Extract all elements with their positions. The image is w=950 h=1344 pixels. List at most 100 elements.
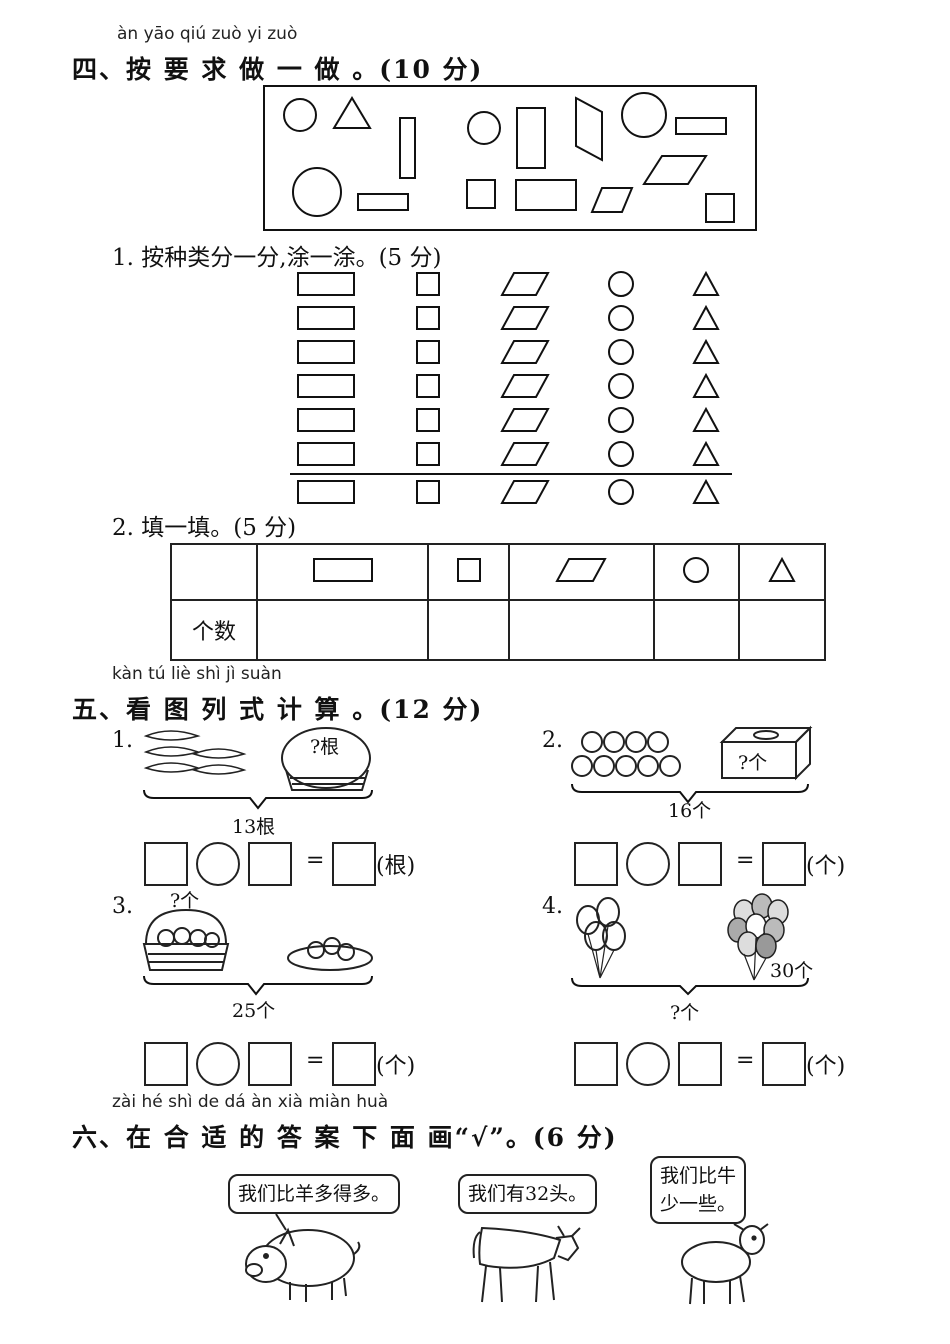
p4-answer-box-2[interactable]: [678, 1042, 722, 1086]
p3-answer-box-2[interactable]: [248, 1042, 292, 1086]
problem3-total: 25个: [232, 1000, 276, 1022]
count-input-parallelogram[interactable]: [507, 599, 655, 661]
q1-label: 1. 按种类分一分,涂一涂。(5 分): [112, 245, 442, 271]
p4-answer-box-1[interactable]: [574, 1042, 618, 1086]
p4-unit: (个): [806, 1054, 846, 1079]
color-cell-parallelogram[interactable]: [500, 306, 550, 330]
color-cell-parallelogram[interactable]: [500, 374, 550, 398]
p2-result-box[interactable]: [762, 842, 806, 886]
color-cell-triangle[interactable]: [692, 304, 720, 330]
coloring-chart[interactable]: [288, 268, 734, 508]
problem2-number: 2.: [542, 728, 563, 753]
balloon-icon: [576, 897, 626, 979]
square-shape: [466, 179, 496, 209]
p2-operator-circle[interactable]: [626, 842, 670, 886]
color-cell-circle[interactable]: [608, 407, 634, 433]
color-cell-rectangle[interactable]: [297, 340, 355, 364]
count-input-rectangle[interactable]: [255, 599, 430, 661]
plate-icon: [287, 937, 373, 971]
triangle-shape: [332, 96, 372, 129]
circle-shape: [292, 167, 342, 217]
count-table: 个数: [170, 543, 826, 661]
color-cell-circle[interactable]: [608, 305, 634, 331]
color-cell-triangle[interactable]: [692, 270, 720, 296]
p1-result-box[interactable]: [332, 842, 376, 886]
box-icon: [719, 725, 813, 781]
color-cell-parallelogram[interactable]: [500, 442, 550, 466]
rectangle-shape: [675, 117, 727, 135]
p4-operator-circle[interactable]: [626, 1042, 670, 1086]
color-cell-triangle[interactable]: [692, 478, 720, 504]
cow-icon[interactable]: [468, 1208, 588, 1308]
color-cell-rectangle[interactable]: [297, 272, 355, 296]
circle-shape: [283, 98, 317, 132]
color-cell-triangle[interactable]: [692, 406, 720, 432]
count-input-square[interactable]: [427, 599, 510, 661]
color-cell-triangle[interactable]: [692, 440, 720, 466]
p1-answer-box-2[interactable]: [248, 842, 292, 886]
p1-operator-circle[interactable]: [196, 842, 240, 886]
color-cell-triangle[interactable]: [692, 372, 720, 398]
p2-equals: =: [736, 848, 755, 873]
color-cell-square[interactable]: [416, 340, 440, 364]
color-cell-circle[interactable]: [608, 441, 634, 467]
color-cell-square[interactable]: [416, 306, 440, 330]
problem2-unknown: ?个: [738, 752, 768, 774]
color-cell-square[interactable]: [416, 272, 440, 296]
pig-icon[interactable]: [236, 1208, 366, 1308]
p2-answer-box-2[interactable]: [678, 842, 722, 886]
color-cell-circle[interactable]: [608, 339, 634, 365]
color-cell-square[interactable]: [416, 408, 440, 432]
color-cell-circle[interactable]: [608, 373, 634, 399]
color-cell-parallelogram[interactable]: [500, 408, 550, 432]
p3-unit: (个): [376, 1054, 416, 1079]
ball-icon: [571, 731, 681, 777]
color-cell-parallelogram[interactable]: [500, 340, 550, 364]
color-cell-square[interactable]: [416, 480, 440, 504]
count-input-triangle[interactable]: [738, 599, 826, 661]
shapes-box: [263, 85, 757, 231]
p3-equals: =: [306, 1048, 325, 1073]
header-triangle-cell: [738, 543, 826, 601]
p3-operator-circle[interactable]: [196, 1042, 240, 1086]
count-row-label: 个数: [170, 599, 258, 661]
color-cell-circle[interactable]: [608, 479, 634, 505]
section4-title: 四、按 要 求 做 一 做 。(10 分): [72, 55, 484, 84]
p1-answer-box-1[interactable]: [144, 842, 188, 886]
cow-speech-bubble: 我们有32头。: [458, 1174, 598, 1214]
rectangle-shape: [515, 179, 577, 211]
p4-result-box[interactable]: [762, 1042, 806, 1086]
rectangle-shape: [357, 193, 409, 211]
circle-shape: [467, 111, 501, 145]
p2-answer-box-1[interactable]: [574, 842, 618, 886]
color-cell-square[interactable]: [416, 442, 440, 466]
color-cell-rectangle[interactable]: [297, 374, 355, 398]
color-cell-rectangle[interactable]: [297, 408, 355, 432]
p3-result-box[interactable]: [332, 1042, 376, 1086]
sheep-icon[interactable]: [674, 1220, 774, 1308]
problem4-known: 30个: [770, 960, 814, 982]
color-cell-parallelogram[interactable]: [500, 272, 550, 296]
rectangle-shape: [399, 117, 416, 179]
color-cell-triangle[interactable]: [692, 338, 720, 364]
banana-icon: [143, 730, 247, 775]
header-empty-cell: [170, 543, 258, 601]
rectangle-shape: [516, 107, 546, 169]
section6-title: 六、在 合 适 的 答 案 下 面 画“√”。(6 分): [72, 1123, 618, 1152]
header-rectangle-cell: [255, 543, 430, 601]
color-cell-rectangle[interactable]: [297, 480, 355, 504]
p1-equals: =: [306, 848, 325, 873]
section4-pinyin: àn yāo qiú zuò yi zuò: [117, 24, 298, 44]
color-cell-square[interactable]: [416, 374, 440, 398]
color-cell-parallelogram[interactable]: [500, 480, 550, 504]
p3-answer-box-1[interactable]: [144, 1042, 188, 1086]
problem2-figure: [571, 725, 813, 804]
count-input-circle[interactable]: [652, 599, 741, 661]
color-cell-circle[interactable]: [608, 271, 634, 297]
header-parallelogram-cell: [507, 543, 655, 601]
color-cell-rectangle[interactable]: [297, 442, 355, 466]
color-cell-rectangle[interactable]: [297, 306, 355, 330]
header-square-cell: [427, 543, 510, 601]
q2-label: 2. 填一填。(5 分): [112, 515, 297, 541]
balloon-bunch-icon: [727, 893, 789, 981]
